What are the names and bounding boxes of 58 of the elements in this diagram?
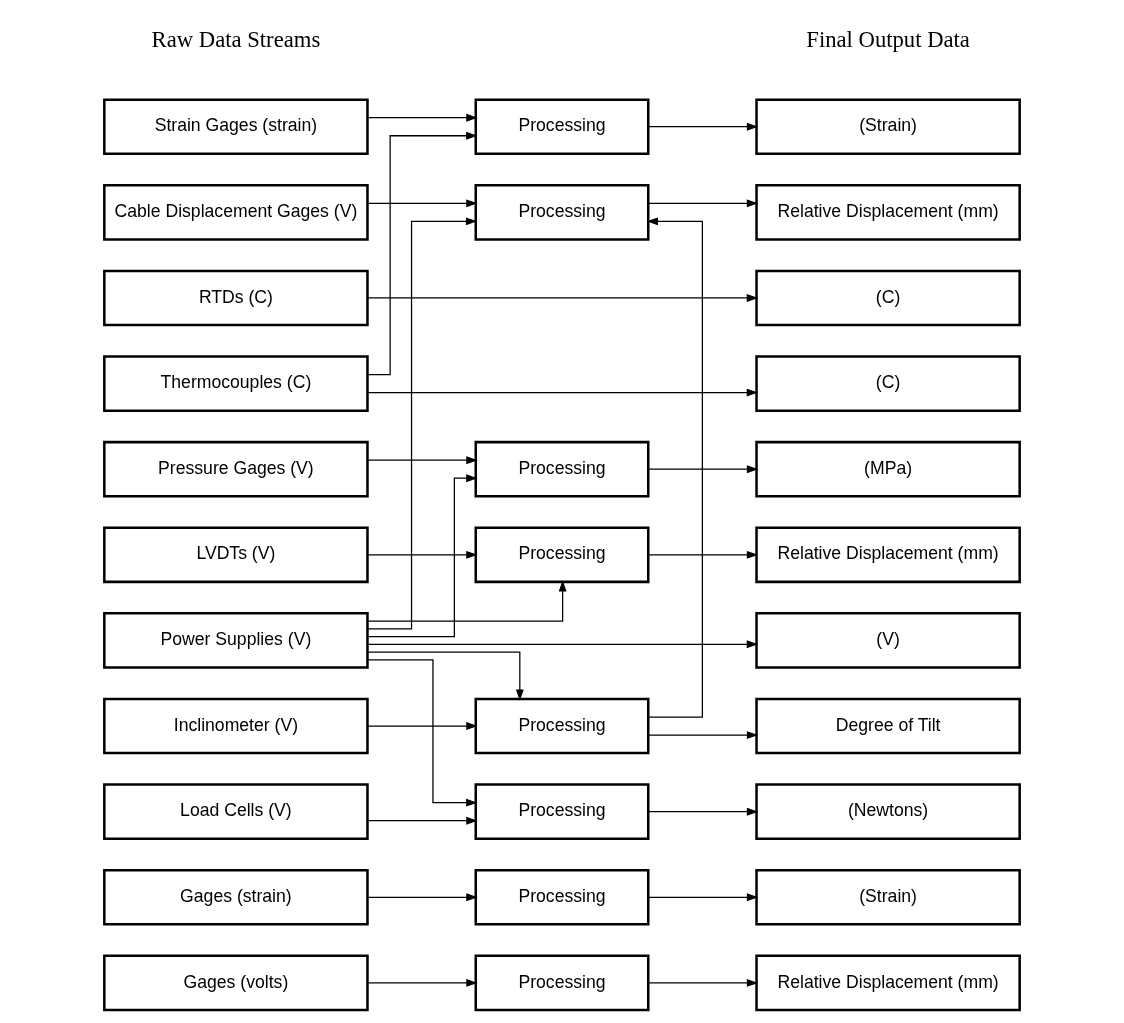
node-box: Strain Gages (strain) <box>103 97 369 155</box>
node-box: (C) <box>755 269 1021 326</box>
arrow <box>647 892 759 901</box>
arrow <box>366 550 478 559</box>
arrow <box>366 293 759 302</box>
node-box: Relative Displacement (mm) <box>755 526 1021 583</box>
node-box: RTDs (C) <box>103 269 369 326</box>
arrow <box>366 978 478 987</box>
node-box: Relative Displacement (mm) <box>755 183 1021 241</box>
arrow <box>366 639 759 648</box>
arrow <box>647 730 759 739</box>
arrow <box>647 978 759 987</box>
arrow <box>647 807 759 816</box>
label: Raw Data Streams <box>151 26 321 52</box>
node-box: Gages (volts) <box>103 954 369 1011</box>
arrow <box>367 658 478 807</box>
node-box: Processing <box>474 954 650 1011</box>
node-box: LVDTs (V) <box>103 526 369 583</box>
arrow <box>367 473 478 637</box>
arrow <box>366 455 478 464</box>
arrow <box>367 650 524 701</box>
arrow <box>647 198 759 207</box>
node-box: Pressure Gages (V) <box>103 440 369 497</box>
arrow <box>366 892 478 901</box>
arrow <box>647 550 759 559</box>
arrow <box>366 388 759 397</box>
node-box: Processing <box>474 183 650 241</box>
arrow <box>367 579 567 622</box>
arrow <box>366 198 478 207</box>
node-box: Gages (strain) <box>103 868 369 926</box>
node-box: Load Cells (V) <box>103 782 369 840</box>
node-box: Inclinometer (V) <box>103 697 369 754</box>
arrow <box>647 464 759 473</box>
node-box: (Strain) <box>755 97 1021 155</box>
node-box: Power Supplies (V) <box>103 611 369 669</box>
node-box: (Strain) <box>755 868 1021 926</box>
node-box: (C) <box>755 354 1021 412</box>
node-box: Processing <box>474 868 650 926</box>
arrow <box>367 131 478 375</box>
node-box: Cable Displacement Gages (V) <box>103 183 369 241</box>
label: Final Output Data <box>806 26 970 52</box>
node-box: Processing <box>474 440 650 497</box>
node-box: Processing <box>474 97 650 155</box>
node-box: Processing <box>474 526 650 583</box>
node-box: Relative Displacement (mm) <box>755 954 1021 1011</box>
node-box: Degree of Tilt <box>755 697 1021 754</box>
node-box: (Newtons) <box>755 782 1021 840</box>
node-box: (V) <box>755 611 1021 669</box>
arrow <box>647 122 759 131</box>
node-box: Processing <box>474 697 650 754</box>
node-box: (MPa) <box>755 440 1021 497</box>
arrow <box>367 216 478 629</box>
arrow <box>366 816 478 825</box>
arrow <box>366 721 478 730</box>
arrow <box>366 113 478 122</box>
arrow <box>646 216 703 718</box>
node-box: Processing <box>474 782 650 840</box>
node-box: Thermocouples (C) <box>103 354 369 412</box>
